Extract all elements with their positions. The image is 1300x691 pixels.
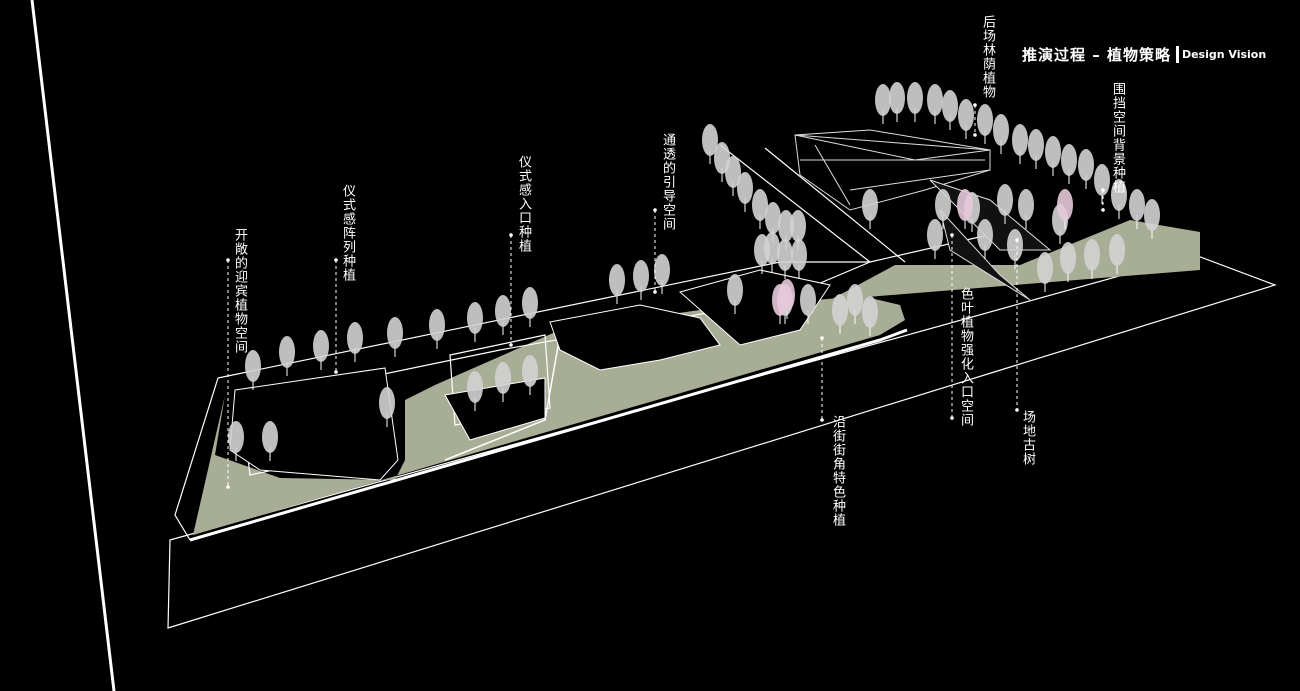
leader-dot [820,336,824,340]
leader-dot [653,290,657,294]
tree [927,84,943,124]
label-street: 沿街街角特色种植 [830,415,845,527]
tree [429,309,445,349]
tree [958,99,974,139]
tree [993,114,1009,154]
tree [633,260,649,300]
tree [1129,189,1145,229]
leader-dot [1015,408,1019,412]
tree [609,264,625,304]
tree [1084,239,1100,279]
tree [777,239,793,279]
tree [907,82,923,122]
label-guide: 通透的引导空间 [660,133,675,231]
tree [1007,229,1023,269]
leader-dot [653,208,657,212]
label-enclosure: 围挡空间背景种植 [1110,82,1125,194]
title-main: 推演过程 – 植物策略 [1022,46,1171,64]
leader-dot [950,416,954,420]
leader-dot [226,258,230,262]
tree [1018,189,1034,229]
title-sub: Design Vision [1181,48,1267,61]
tree [467,371,483,411]
tree [935,189,951,229]
tree [791,239,807,279]
tree [1144,199,1160,239]
tree [522,355,538,395]
tree [832,294,848,334]
plaza-forms [229,269,831,481]
tree [977,219,993,259]
leader-dot [1101,188,1105,192]
label-welcome: 开敞的迎宾植物空间 [232,228,247,354]
label-backyard: 后场林荫植物 [980,15,995,99]
tree [875,84,891,124]
tree [262,421,278,461]
tree [737,172,753,212]
tree [1045,136,1061,176]
tree [522,287,538,327]
leader-dot [509,343,513,347]
tree [1061,144,1077,184]
leader-dot [1101,208,1105,212]
tree [1012,124,1028,164]
leader-dot [1015,238,1019,242]
tree [764,232,780,272]
leader-dot [973,133,977,137]
tree [495,362,511,402]
tree [228,421,244,461]
tree [387,317,403,357]
tree [847,284,863,324]
tree [927,219,943,259]
tree [942,90,958,130]
tree [347,322,363,362]
tree [752,189,768,229]
label-entrance: 仪式感入口种植 [516,155,531,253]
tree [245,350,261,390]
tree [495,295,511,335]
leader-dot [820,418,824,422]
leader-dot [950,233,954,237]
trees [228,82,1160,461]
tree [279,336,295,376]
pink-tree [957,189,973,229]
tree [702,124,718,164]
tree [1078,149,1094,189]
tree [862,296,878,336]
leader-dot [509,233,513,237]
tree [725,156,741,196]
tree [862,189,878,229]
leader-dot [334,258,338,262]
label-ancient: 场地古树 [1020,410,1035,466]
leader-dot [226,485,230,489]
pink-tree [779,279,795,319]
title: 推演过程 – 植物策略 Design Vision [1022,44,1266,65]
tree [1060,242,1076,282]
label-colorleaf: 色叶植物强化入口空间 [958,287,973,427]
label-array: 仪式感阵列种植 [340,184,355,282]
border-line [30,0,116,691]
tree [889,82,905,122]
tree [467,302,483,342]
tree [727,274,743,314]
pink-tree [1057,189,1073,229]
tree [800,284,816,324]
leader-dot [334,370,338,374]
tree [997,184,1013,224]
tree [1028,129,1044,169]
tree [1037,252,1053,292]
tree [977,104,993,144]
tree [1111,179,1127,219]
title-divider [1175,46,1179,63]
tree [313,330,329,370]
tree [1094,164,1110,204]
leader-dot [973,103,977,107]
tree [1109,234,1125,274]
annotation-leaders [226,103,1105,489]
tree [379,387,395,427]
tree [654,254,670,294]
